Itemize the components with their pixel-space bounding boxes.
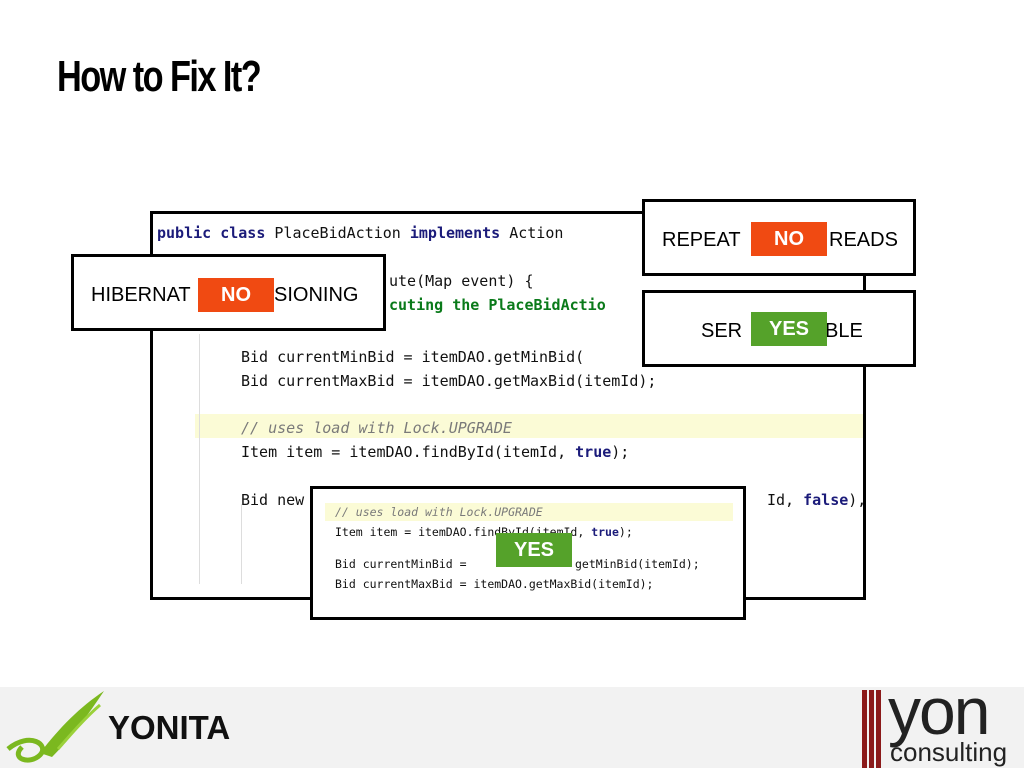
code-keyword: true — [575, 443, 612, 461]
yon-logo-word: yon — [888, 674, 990, 748]
hibernate-label-right: SIONING — [274, 284, 359, 306]
snippet-highlight-band — [325, 503, 733, 521]
indent-guide — [199, 334, 200, 584]
page-title: How to Fix It? — [57, 52, 262, 101]
no-badge: NO — [751, 222, 827, 256]
code-text: Item item = itemDAO.findById(itemId, — [241, 443, 576, 461]
serializable-label-left: SER — [701, 320, 743, 342]
footer-bar: YONITA yon consulting — [0, 674, 1024, 768]
no-badge: NO — [198, 278, 274, 312]
code-text: Item item = itemDAO — [335, 525, 467, 539]
code-keyword: false — [803, 491, 849, 509]
code-text: PlaceBidAction — [265, 224, 410, 242]
snippet-line-minbid: Bid currentMinBid = — [335, 557, 474, 571]
hibernate-label-left: HIBERNAT — [91, 284, 191, 306]
code-keyword: true — [591, 525, 619, 539]
code-line-comment: // uses load with Lock.UPGRADE — [241, 419, 512, 437]
code-line-minbid: Bid currentMinBid = itemDAO.getMinBid( — [241, 348, 585, 366]
code-text: Action — [500, 224, 564, 242]
snippet-line-find-item: Item item = itemDAO.findById(itemId, tru… — [335, 525, 633, 539]
yonita-swoosh-icon — [6, 691, 104, 763]
code-text: ); — [618, 525, 633, 539]
yon-logo-subtitle: consulting — [890, 737, 1008, 767]
code-keyword: implements — [409, 224, 501, 242]
code-line-class-decl: public class PlaceBidAction implements A… — [157, 224, 563, 242]
snippet-line-maxbid: Bid currentMaxBid = itemDAO.getMaxBid(it… — [335, 577, 654, 591]
yonita-logo-text: YONITA — [108, 709, 231, 746]
yon-logo-bars-icon — [862, 690, 881, 768]
repeatable-label-right: READS — [829, 229, 898, 251]
code-line-new-bid: Bid new — [241, 491, 305, 509]
code-line-new-bid-tail: Id, false), — [767, 491, 866, 509]
code-text: Id, — [767, 491, 804, 509]
repeatable-reads-box: REPEAT READS NO — [642, 199, 916, 276]
code-keyword: public — [157, 224, 212, 242]
code-keyword: class — [220, 224, 266, 242]
yes-badge: YES — [496, 533, 572, 567]
code-line-find-item: Item item = itemDAO.findById(itemId, tru… — [241, 443, 629, 461]
code-text: ); — [611, 443, 630, 461]
code-snippet-box: // uses load with Lock.UPGRADE Item item… — [310, 486, 746, 620]
serializable-box: SER BLE YES — [642, 290, 916, 367]
yes-badge: YES — [751, 312, 827, 346]
serializable-label-right: BLE — [825, 320, 863, 342]
code-text: ), — [848, 491, 866, 509]
code-highlight-band — [195, 414, 863, 438]
code-line-maxbid: Bid currentMaxBid = itemDAO.getMaxBid(it… — [241, 372, 657, 390]
code-line-execute: ute(Map event) { — [389, 272, 534, 290]
hibernate-versioning-box: HIBERNAT SIONING NO — [71, 254, 386, 331]
snippet-line-comment: // uses load with Lock.UPGRADE — [335, 505, 543, 519]
repeatable-label-left: REPEAT — [662, 229, 741, 251]
indent-guide — [241, 504, 242, 584]
code-line-log: cuting the PlaceBidActio — [389, 296, 606, 314]
snippet-line-minbid-tail: getMinBid(itemId); — [575, 557, 700, 571]
